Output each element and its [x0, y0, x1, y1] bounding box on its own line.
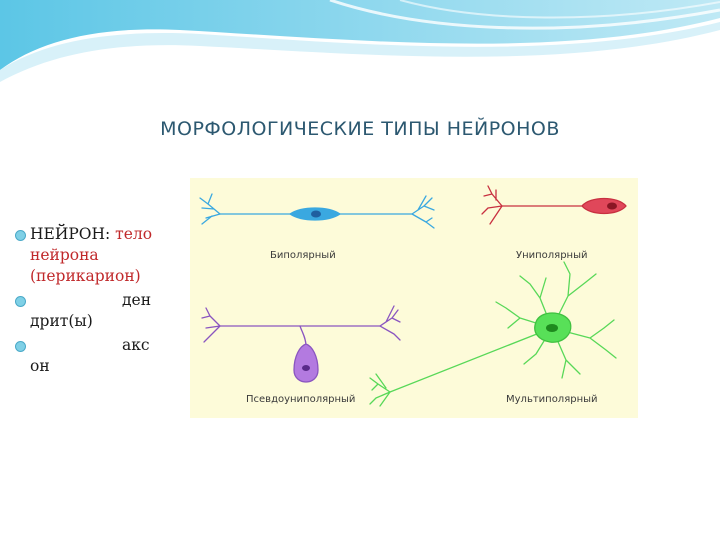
decorative-header-wave [0, 0, 720, 82]
slide-title: МОРФОЛОГИЧЕСКИЕ ТИПЫ НЕЙРОНОВ [160, 118, 560, 140]
bullet-body-word2: нейрона [30, 246, 99, 264]
bullet-neuron: НЕЙРОН: тело нейрона (перикарион) [14, 224, 179, 287]
bullet-dendrites: ден дрит(ы) [14, 290, 179, 332]
bullet-dendrites-part1: ден [122, 291, 152, 309]
bullet-axon-part2: он [30, 357, 50, 375]
pseudounipolar-neuron-drawing [201, 305, 401, 383]
bullet-body-word3: (перикарион) [30, 267, 141, 285]
bullet-dendrites-part2: дрит(ы) [30, 312, 93, 330]
label-unipolar: Униполярный [516, 250, 587, 261]
unipolar-neuron-drawing [481, 185, 627, 225]
label-bipolar: Биполярный [270, 250, 336, 261]
bipolar-neuron-drawing [199, 193, 435, 229]
label-pseudounipolar: Псевдоуниполярный [246, 394, 355, 405]
bullet-axon: акс он [14, 335, 179, 377]
neuron-types-drawing: Биполярный Униполярный Псевдоуниполярный… [199, 185, 627, 407]
neuron-types-figure: Биполярный Униполярный Псевдоуниполярный… [190, 178, 638, 418]
bullet-neuron-label: НЕЙРОН: [30, 225, 116, 243]
multipolar-neuron-drawing [369, 261, 617, 407]
bullet-list: НЕЙРОН: тело нейрона (перикарион) ден др… [14, 224, 179, 380]
bullet-axon-part1: акс [122, 336, 150, 354]
label-multipolar: Мультиполярный [506, 394, 598, 405]
bullet-body-word1: тело [115, 225, 153, 243]
